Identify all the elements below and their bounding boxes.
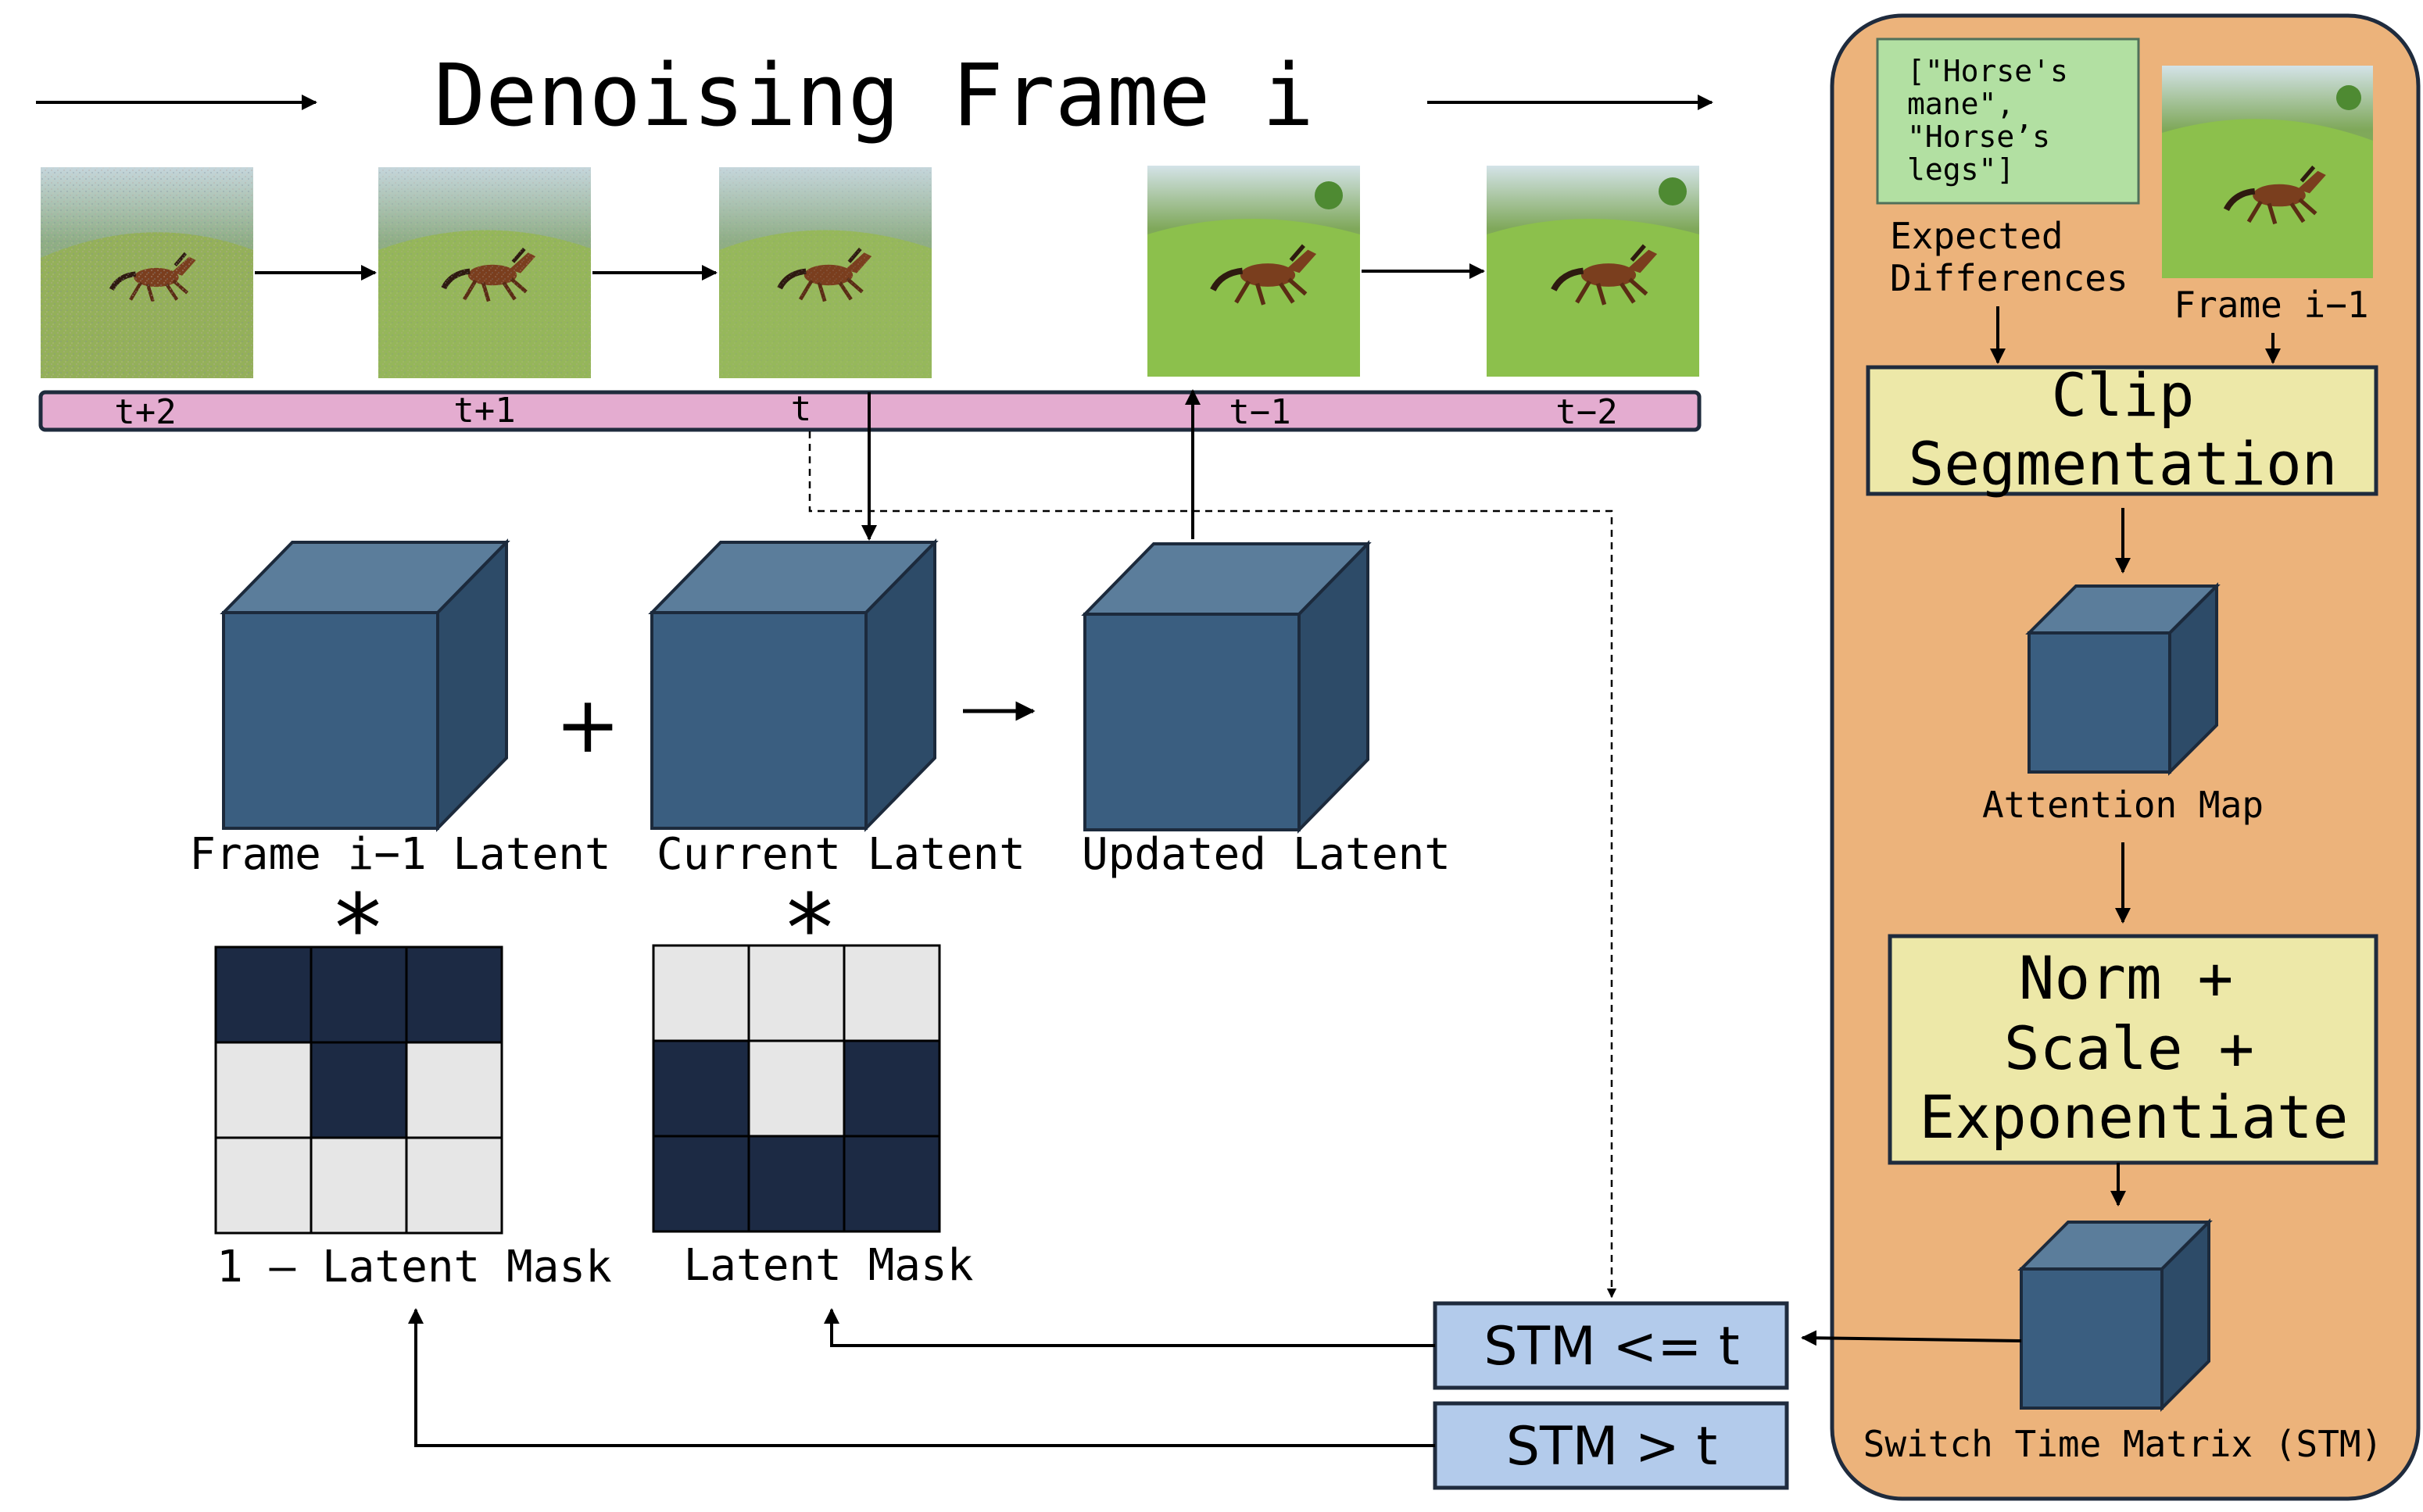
- clip-box: [1866, 365, 2378, 496]
- frame-thumbnail: [41, 167, 253, 378]
- timestep-label: t: [791, 389, 812, 429]
- mask-cell: [652, 1039, 750, 1138]
- cube-icon: [2025, 582, 2221, 776]
- mask-cell: [405, 1136, 503, 1235]
- cube-icon: [2017, 1218, 2213, 1412]
- frame-thumbnail: [378, 167, 591, 378]
- stm-le-arrow: [824, 1308, 1435, 1347]
- frame-thumbnail: [719, 167, 932, 378]
- clip-label: Segmentation: [1908, 429, 2337, 499]
- cube-icon: [648, 538, 939, 832]
- frame-thumbnail: [1487, 166, 1699, 377]
- mask-cell: [747, 944, 846, 1042]
- mask-cell: [747, 1039, 846, 1138]
- mask-cell: [843, 944, 941, 1042]
- mask-cell: [310, 1136, 408, 1235]
- latent-label: Updated Latent: [1082, 829, 1451, 880]
- stm-to-box-arrow: [1801, 1330, 2022, 1346]
- inverse-mask-grid: [214, 945, 503, 1235]
- timestep-label: t−1: [1229, 392, 1290, 432]
- mask-cell: [310, 1041, 408, 1139]
- mask-cell: [214, 1041, 313, 1139]
- prompt-line: mane",: [1907, 87, 2014, 121]
- cube-icon: [220, 538, 510, 832]
- norm-label: Scale +: [2004, 1013, 2254, 1083]
- stm-gt-arrow: [408, 1308, 1435, 1447]
- expected-label: Expected: [1890, 215, 2063, 257]
- mask-cell: [843, 1135, 941, 1233]
- mask-cell: [214, 1136, 313, 1235]
- expected-label: Differences: [1890, 257, 2128, 299]
- mask-cell: [652, 944, 750, 1042]
- attention-label: Attention Map: [1982, 784, 2264, 826]
- mask-cell: [214, 945, 313, 1044]
- mask-cell: [405, 945, 503, 1044]
- clip-label: Clip: [2051, 360, 2194, 430]
- mask-label: Latent Mask: [684, 1240, 974, 1291]
- mask-cell: [310, 945, 408, 1044]
- cube-icon: [1081, 540, 1372, 834]
- latent-label: Frame i−1 Latent: [189, 829, 610, 880]
- stm-le-label: STM <= t: [1484, 1316, 1739, 1378]
- mask-cell: [747, 1135, 846, 1233]
- mask-cell: [652, 1135, 750, 1233]
- latent-label: Current Latent: [657, 829, 1025, 880]
- prompt-line: "Horse’s: [1907, 120, 2050, 154]
- title: Denoising Frame i: [434, 45, 1314, 145]
- frame-thumbnail: [1147, 166, 1360, 377]
- prompt-line: legs"]: [1907, 152, 2014, 187]
- latent-mask-grid: [652, 944, 941, 1233]
- mask-cell: [843, 1039, 941, 1138]
- stm-le-box: [1433, 1301, 1789, 1390]
- mask-cell: [405, 1041, 503, 1139]
- dashed-t-arrow: [808, 431, 1617, 1299]
- norm-label: Norm +: [2019, 943, 2234, 1013]
- stm-gt-label: STM > t: [1506, 1416, 1717, 1478]
- timestep-label: t+2: [114, 392, 176, 432]
- mask-label: 1 – Latent Mask: [217, 1242, 612, 1292]
- prev-frame-thumbnail: [2162, 66, 2373, 278]
- prompt-line: ["Horse's: [1907, 54, 2068, 88]
- frame-prev-label: Frame i−1: [2174, 284, 2368, 326]
- timestep-label: t+1: [453, 391, 515, 431]
- norm-label: Exponentiate: [1919, 1082, 2348, 1152]
- stm-matrix-label: Switch Time Matrix (STM): [1863, 1423, 2383, 1465]
- plus-operator: +: [555, 679, 621, 770]
- prompt-box: [1876, 38, 2140, 205]
- norm-box: [1888, 934, 2378, 1165]
- timestep-label: t−2: [1555, 392, 1617, 432]
